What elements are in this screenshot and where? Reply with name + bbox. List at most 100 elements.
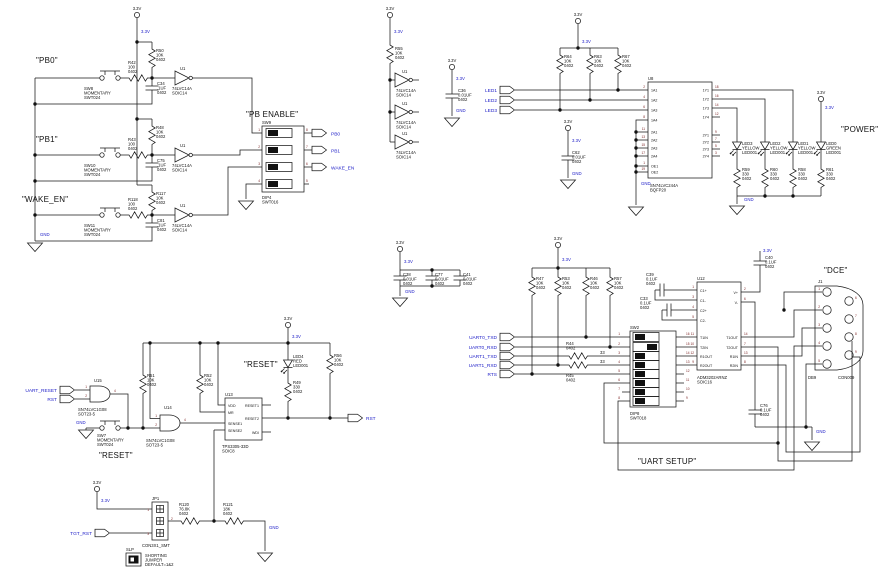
v33-text: 3.3V (284, 316, 293, 321)
decoupling-caps-section (392, 246, 467, 307)
port-label-pb1: PB1 (331, 149, 340, 155)
reset-supervisor-body (224, 397, 263, 441)
pushbutton-switch (99, 207, 121, 218)
port-label-rts: RTS (487, 372, 497, 378)
pushbutton-switch (99, 147, 121, 158)
jumper-header-body (151, 501, 169, 541)
dip4-pin: 7 (306, 145, 308, 149)
u12-pin: 9 (692, 360, 694, 364)
dip8-pin: 13 (686, 360, 690, 364)
u8-pname: 1Y1 (703, 89, 709, 93)
u8-pname: 2A2 (651, 139, 657, 143)
text-layer: "PB0""PB1""WAKE_EN""PB ENABLE""POWER""DC… (22, 6, 878, 567)
port-label-tgt-rst: TGT_RST (70, 531, 92, 537)
net-gnd: GND (816, 429, 826, 434)
power-3v3-symbol (285, 322, 291, 328)
dip-position (632, 387, 660, 397)
inverter-gate (394, 134, 420, 150)
led-yellow (729, 139, 742, 156)
u12-pname: T2IN (700, 346, 708, 350)
port-flag (499, 342, 515, 352)
ground-symbol (628, 206, 644, 216)
reset-sw-label: "RESET" (99, 451, 133, 460)
port-label-rst-in: RST (47, 397, 57, 403)
wires (515, 23, 822, 205)
jp1-pin: 1 (147, 508, 149, 512)
ground-symbol (444, 117, 460, 127)
port-label-uart1-txd: UART1_TXD (469, 354, 497, 360)
dip8-switch-body (629, 330, 677, 408)
u8-pin: 14 (715, 103, 719, 107)
db9-pin (822, 305, 832, 315)
ref-u14: U14 (164, 405, 172, 410)
inverter-gate (394, 72, 420, 88)
sleep-jumper-section (94, 486, 273, 567)
ref-sw2: SW2 (630, 325, 640, 330)
port-flag (499, 369, 515, 379)
u8-pin: 3 (715, 151, 717, 155)
db9-pin: 3 (818, 323, 820, 327)
resistor (614, 51, 622, 77)
port-flag (311, 162, 327, 172)
u8-pname: 2A4 (651, 155, 657, 159)
dip-position (632, 351, 660, 361)
u8-pin: 1 (643, 161, 645, 165)
dip8-pin: 8 (618, 396, 620, 400)
db9-pin: 1 (818, 287, 820, 291)
pb1-label: "PB1" (36, 135, 58, 144)
u8-pin: 18 (715, 85, 719, 89)
u12-pname: T1OUT (726, 336, 739, 340)
dip-position (632, 360, 660, 370)
resistor (733, 165, 741, 191)
db9-pin: 5 (818, 359, 820, 363)
u14-pin: 1 (155, 414, 157, 418)
db9-pin (844, 332, 854, 342)
resistor (148, 122, 156, 148)
dip8-pin: 5 (618, 369, 620, 373)
u12-pname: R1IN (730, 355, 739, 359)
u8-pname: 2A3 (651, 147, 657, 151)
dip-position (265, 145, 293, 155)
dip8-pin: 7 (618, 387, 620, 391)
pb0-label: "PB0" (36, 56, 58, 65)
uart-setup-label: "UART SETUP" (638, 457, 696, 466)
jp1-pin: 2 (171, 517, 173, 521)
led-yellow (757, 139, 770, 156)
ground-symbol (27, 242, 43, 252)
db9-pin (822, 341, 832, 351)
dip4-pin: 2 (258, 145, 260, 149)
resistor (761, 165, 769, 191)
u12-pname: C2+ (700, 309, 707, 313)
u13-pname: VDD (228, 404, 236, 408)
port-label-led1: LED1 (485, 88, 497, 94)
power-3v3-symbol (818, 96, 824, 102)
u8-pname: 2A1 (651, 131, 657, 135)
u8-pname: 1A3 (651, 109, 657, 113)
db9-pin (822, 287, 832, 297)
db9-pin (844, 350, 854, 360)
v33-text: 3.3V (133, 6, 142, 11)
u8-pname: 1Y3 (703, 107, 709, 111)
ref-r44-val: 33 (600, 350, 605, 355)
wake-en-label: "WAKE_EN" (22, 195, 68, 204)
capacitor (445, 87, 459, 105)
dip-position (632, 396, 660, 406)
u13-pname: RESET1 (245, 404, 259, 408)
port-label-uart0-rxd: UART0_RXD (469, 345, 498, 351)
u12-pin: 8 (744, 360, 746, 364)
